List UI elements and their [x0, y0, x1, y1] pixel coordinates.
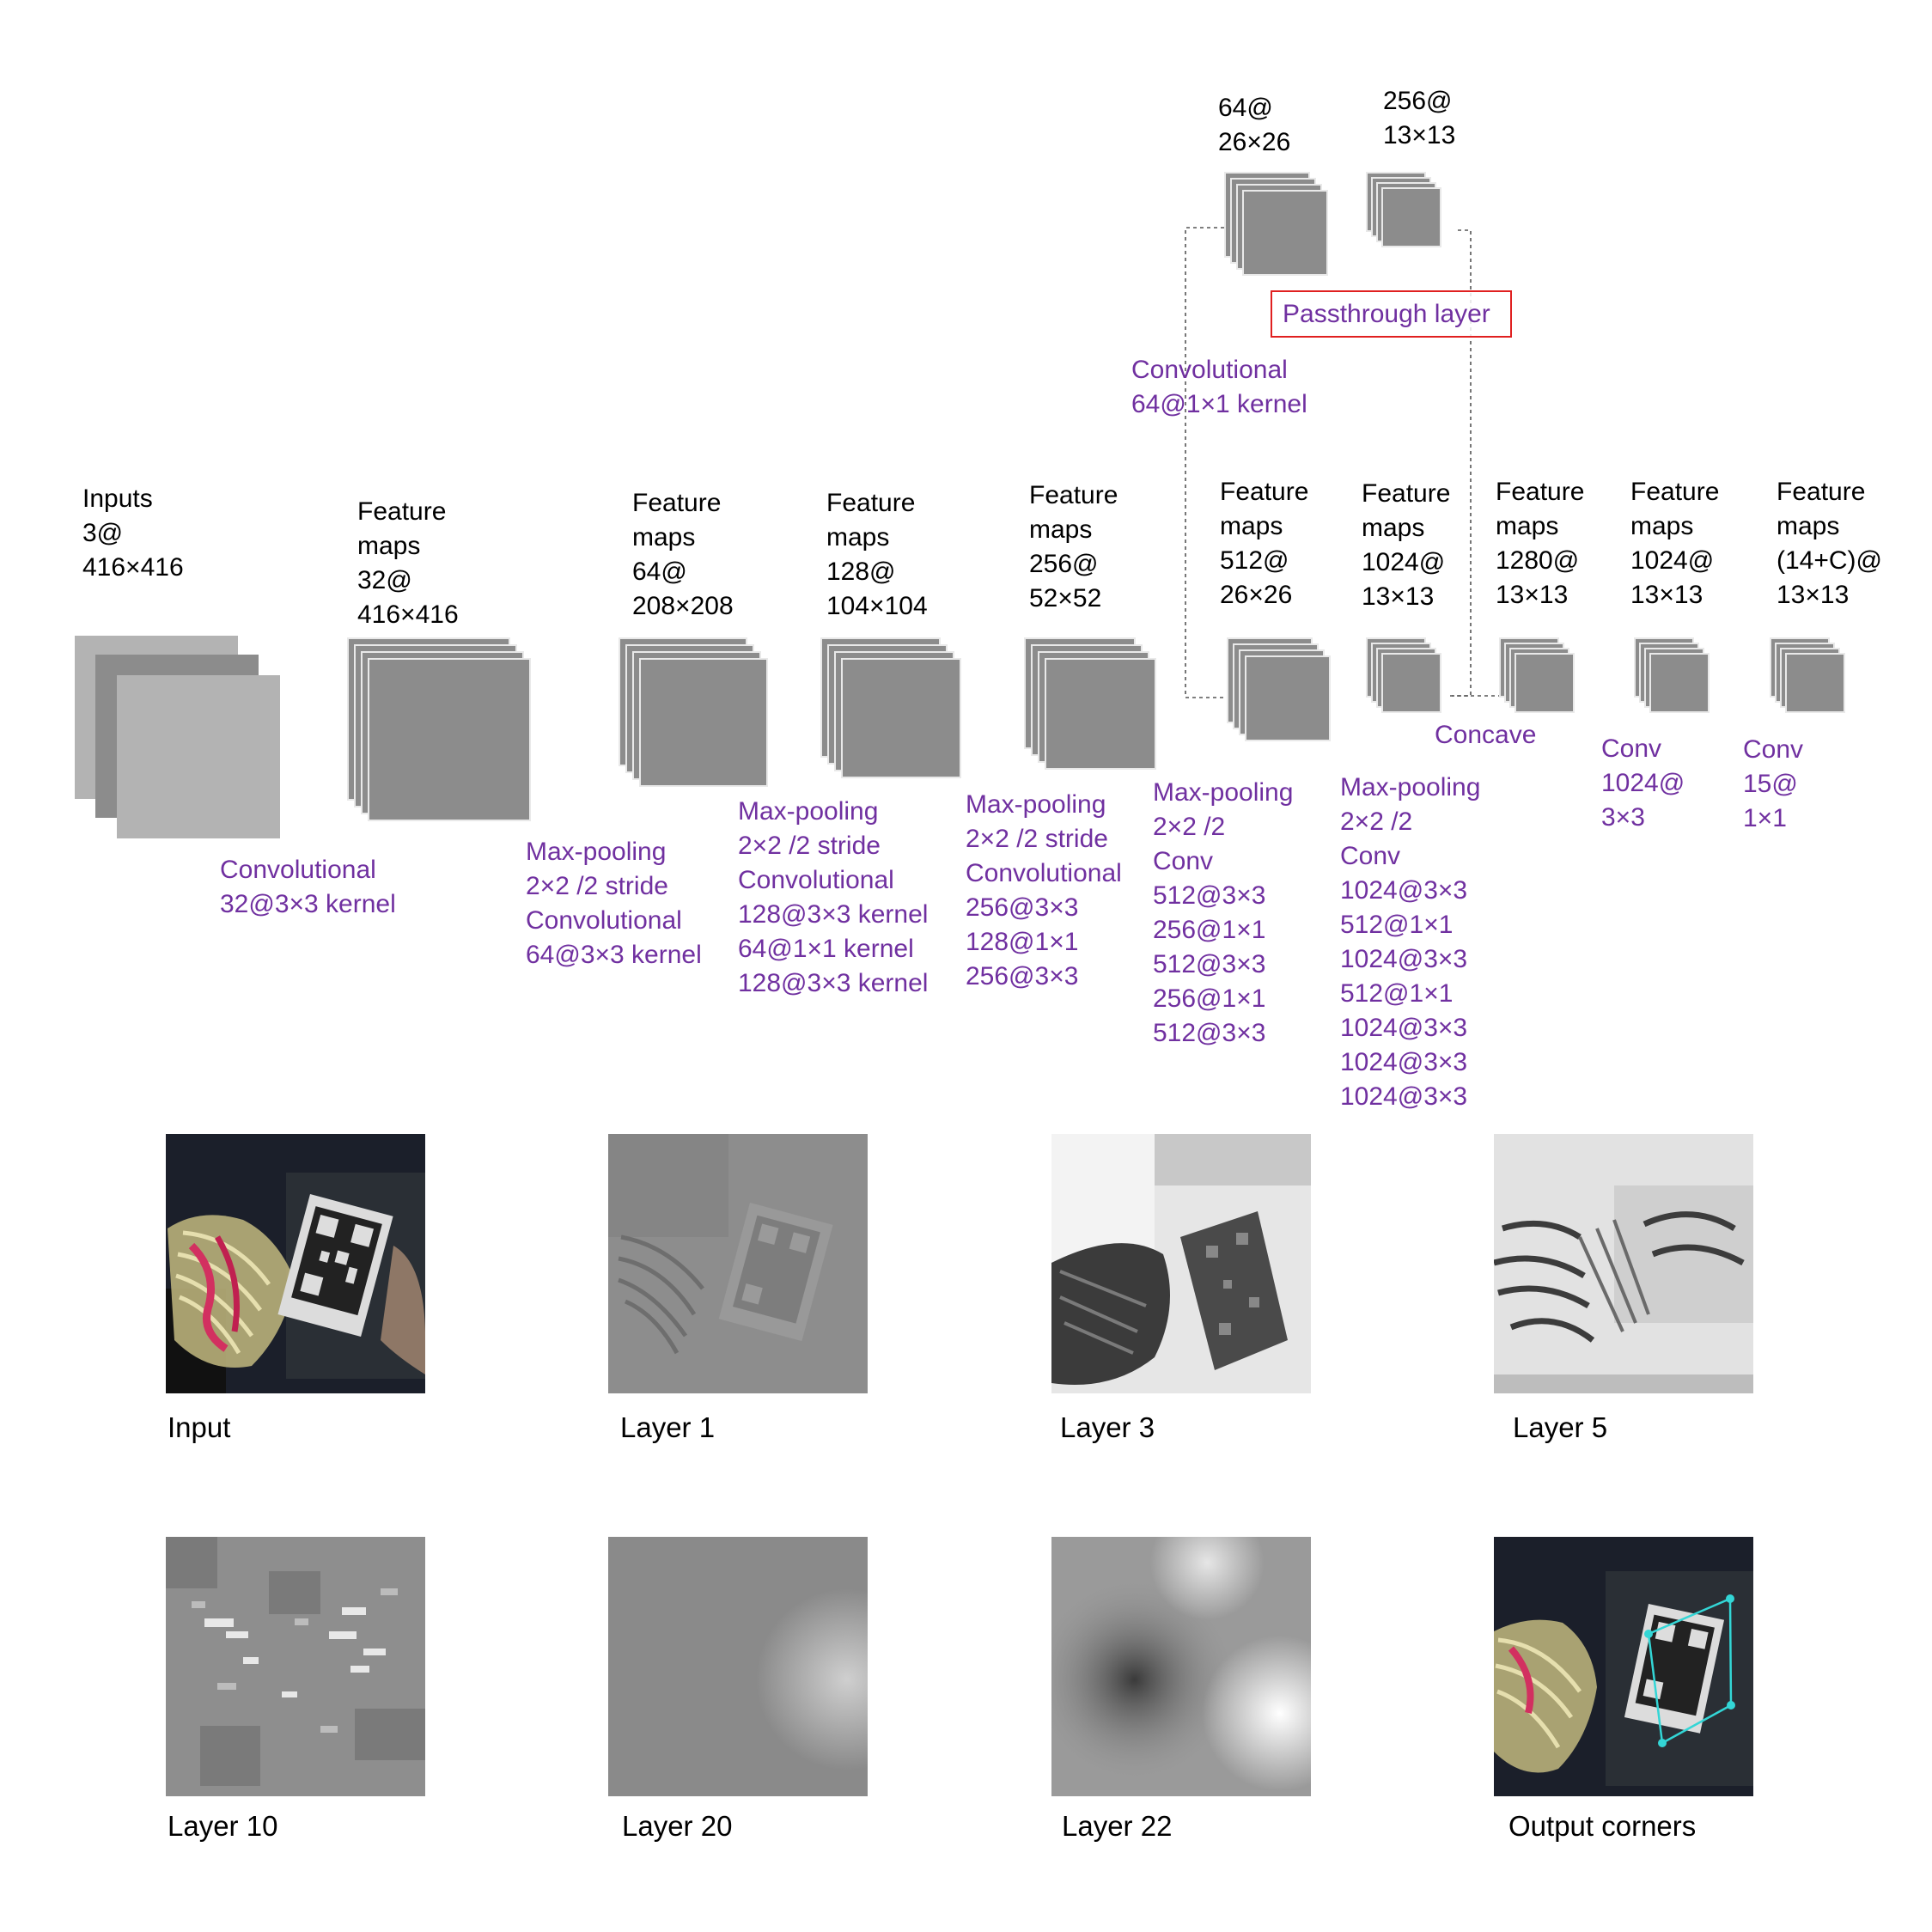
caption-layer-5: Layer 5: [1513, 1411, 1608, 1443]
feature-maps-label-1280: Feature maps 1280@ 13×13: [1496, 478, 1585, 609]
caption-layer-20: Layer 20: [622, 1810, 733, 1842]
inputs-label: Inputs 3@ 416×416: [82, 485, 184, 582]
operation-label-3: Max-pooling 2×2 /2 stride Convolutional …: [738, 797, 929, 997]
feature-maps-label-1024: Feature maps 1024@ 13×13: [1362, 479, 1451, 611]
operation-label-4: Max-pooling 2×2 /2 stride Convolutional …: [966, 790, 1122, 990]
passthrough-label-256: 256@ 13×13: [1383, 87, 1456, 149]
feature-maps-label-64: Feature maps 64@ 208×208: [632, 489, 734, 620]
input-photo: [166, 1134, 425, 1393]
caption-input: Input: [168, 1411, 231, 1443]
feature-maps-label-128: Feature maps 128@ 104×104: [826, 489, 928, 620]
layer-5-activation: [1494, 1134, 1753, 1393]
layer-20-activation: [608, 1537, 868, 1796]
operation-label-5: Max-pooling 2×2 /2 Conv 512@3×3 256@1×1 …: [1153, 778, 1294, 1047]
feature-maps-label-32: Feature maps 32@ 416×416: [357, 497, 459, 629]
passthrough-label-64: 64@ 26×26: [1218, 94, 1291, 156]
input-image-stack: [75, 636, 281, 838]
operation-label-8: Conv 1024@ 3×3: [1601, 734, 1685, 832]
passthrough-layer-label: Passthrough layer: [1271, 290, 1512, 338]
layer-22-activation: [1051, 1537, 1311, 1796]
operation-label-9: Conv 15@ 1×1: [1743, 735, 1804, 832]
feature-maps-label-output: Feature maps (14+C)@ 13×13: [1777, 478, 1882, 609]
layer-10-activation: [166, 1537, 425, 1796]
feature-maps-label-512: Feature maps 512@ 26×26: [1220, 478, 1309, 609]
caption-output-corners: Output corners: [1508, 1810, 1697, 1842]
passthrough-conv-label: Convolutional 64@1×1 kernel: [1131, 356, 1307, 418]
operation-label-2: Max-pooling 2×2 /2 stride Convolutional …: [526, 838, 702, 969]
caption-layer-1: Layer 1: [620, 1411, 716, 1443]
feature-maps-label-256: Feature maps 256@ 52×52: [1029, 481, 1118, 613]
caption-layer-3: Layer 3: [1060, 1411, 1155, 1443]
feature-maps-label-1024b: Feature maps 1024@ 13×13: [1630, 478, 1720, 609]
operation-label-1: Convolutional 32@3×3 kernel: [220, 856, 396, 918]
output-corners-photo: [1494, 1537, 1753, 1796]
operation-label-6: Max-pooling 2×2 /2 Conv 1024@3×3 512@1×1…: [1340, 773, 1481, 1111]
layer-1-activation: [608, 1134, 868, 1393]
caption-layer-10: Layer 10: [168, 1810, 278, 1842]
layer-3-activation: [1051, 1134, 1311, 1393]
concave-label: Concave: [1435, 721, 1537, 749]
caption-layer-22: Layer 22: [1062, 1810, 1173, 1842]
